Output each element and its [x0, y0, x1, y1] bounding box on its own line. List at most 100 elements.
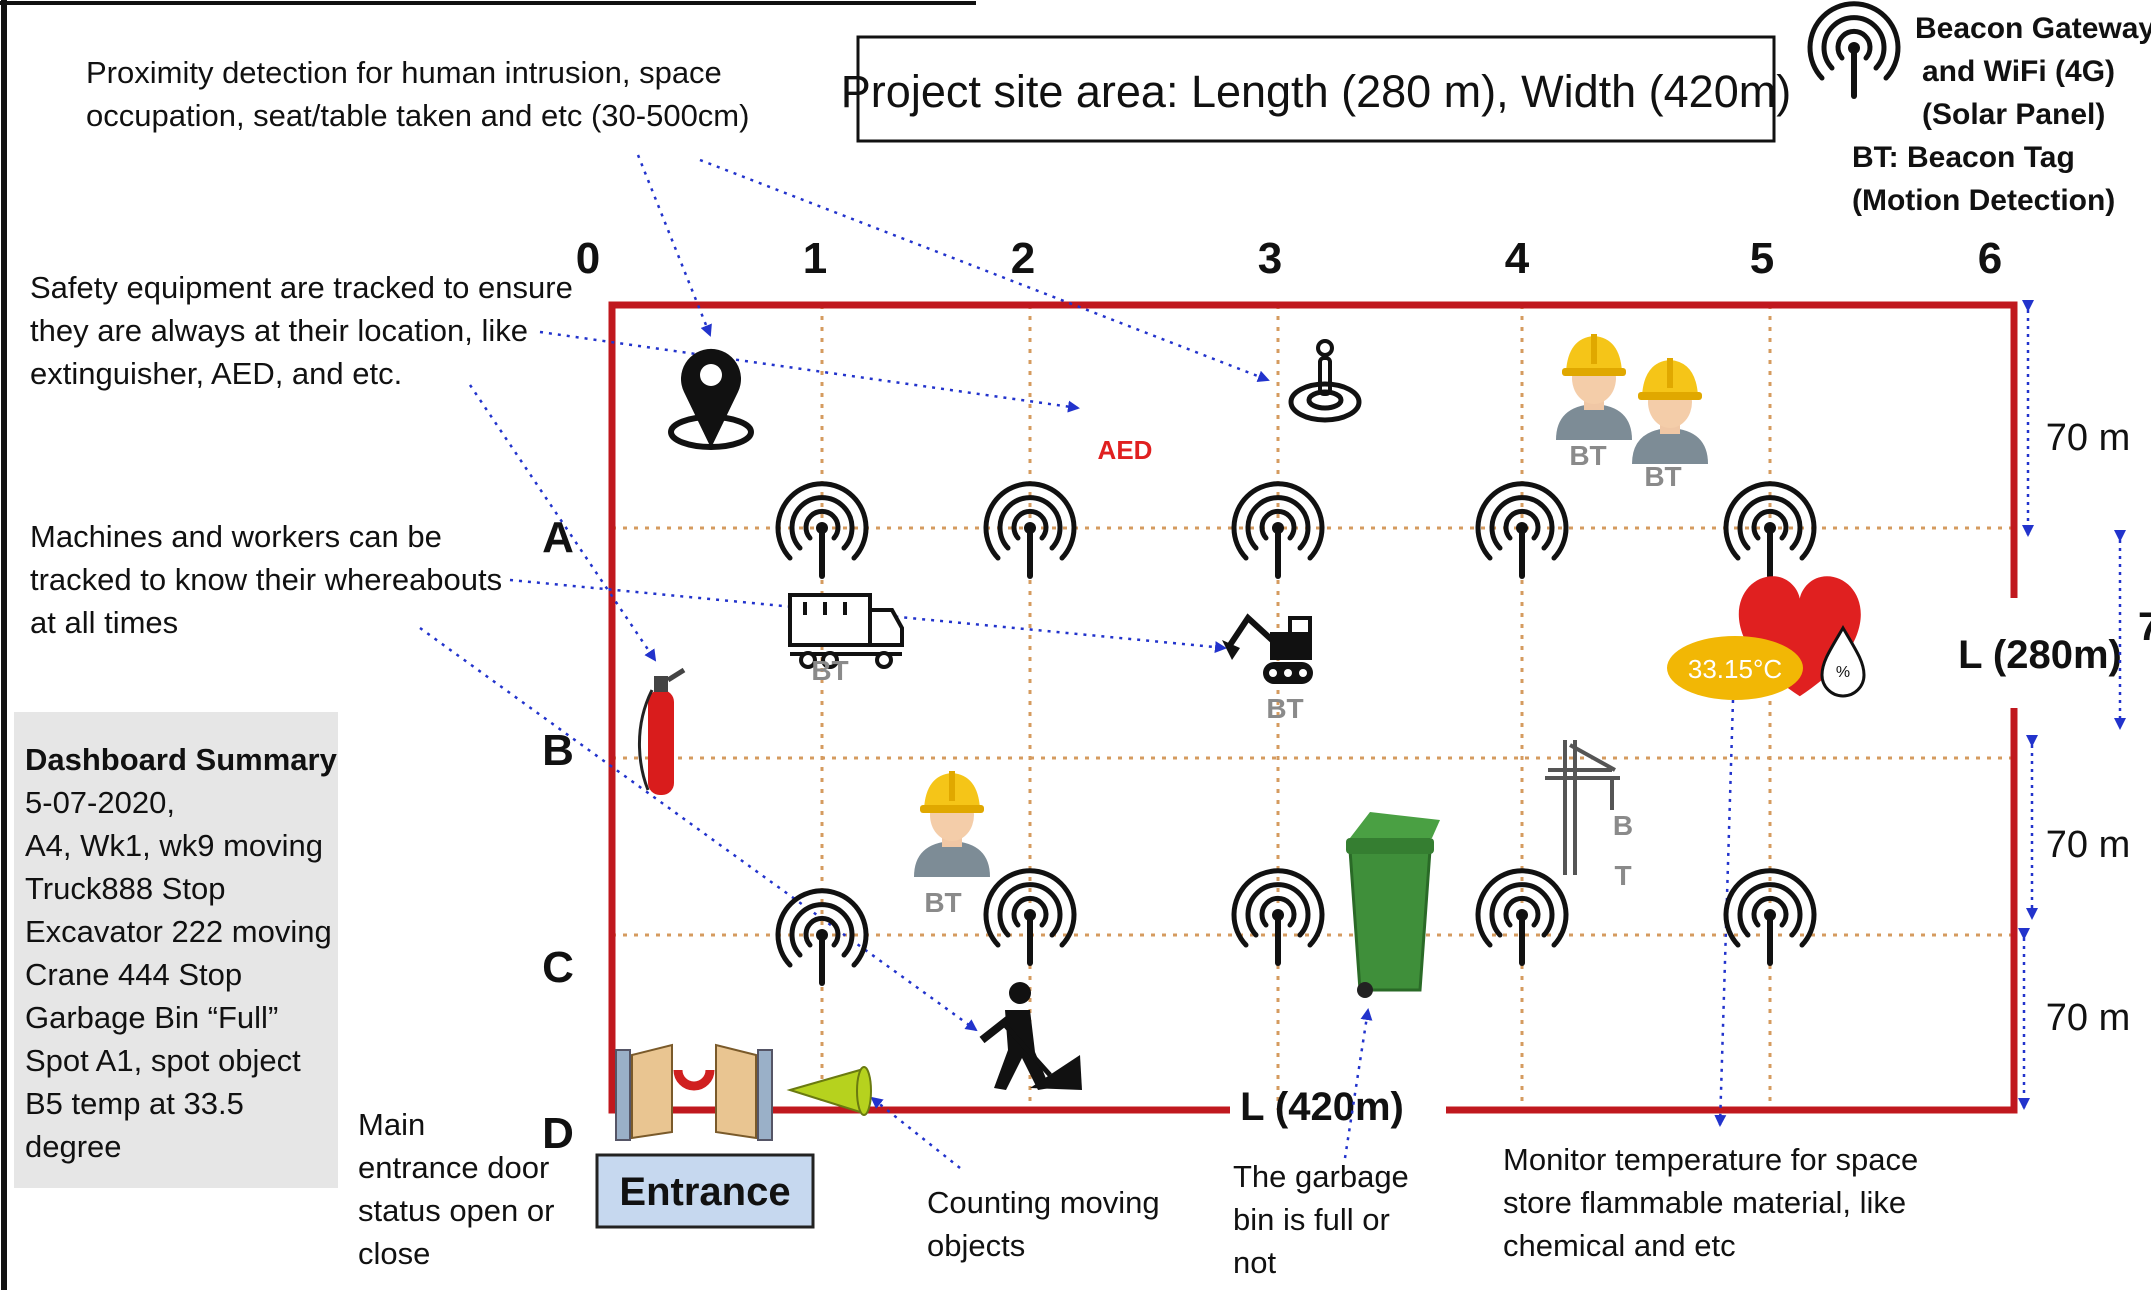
annotation-garbage: The garbage bin is full or not — [1233, 1159, 1409, 1280]
row-label-a: A — [542, 513, 574, 562]
dashboard-line: degree — [25, 1129, 122, 1164]
legend-gateway-line2: and WiFi (4G) — [1922, 55, 2115, 88]
column-label-2: 2 — [1011, 234, 1035, 283]
dashboard-line: Truck888 Stop — [25, 871, 225, 906]
wifi-beacon-icon — [1810, 4, 1898, 96]
dashboard-line: Crane 444 Stop — [25, 957, 242, 992]
svg-text:occupation, seat/table taken a: occupation, seat/table taken and etc (30… — [86, 98, 749, 133]
svg-text:not: not — [1233, 1245, 1276, 1280]
humidity-label: % — [1836, 664, 1850, 681]
annotation-counting: Counting moving objects — [927, 1185, 1160, 1263]
entrance-label: Entrance — [619, 1170, 790, 1214]
dashboard-title: Dashboard Summary — [25, 742, 338, 777]
beacon-icon — [1726, 871, 1814, 963]
location-pin-icon — [668, 348, 754, 450]
truck-icon — [788, 593, 904, 669]
proximity-sensor-icon — [1288, 339, 1362, 423]
column-label-4: 4 — [1505, 234, 1530, 283]
row-label-c: C — [542, 943, 574, 992]
dashboard-line: Excavator 222 moving — [25, 914, 332, 949]
svg-text:The garbage: The garbage — [1233, 1159, 1409, 1194]
annotation-safety: Safety equipment are tracked to ensure t… — [30, 270, 573, 391]
beacon-icon — [1478, 871, 1566, 963]
dashboard-line: 5-07-2020, — [25, 785, 175, 820]
humidity-icon: % — [1820, 625, 1866, 698]
svg-text:at all times: at all times — [30, 605, 178, 640]
beacon-icon — [778, 891, 866, 983]
excavator-icon — [1222, 613, 1313, 684]
column-label-6: 6 — [1978, 234, 2002, 283]
temperature-value: 33.15°C — [1688, 654, 1782, 684]
excavator-tag-label: BT — [1266, 693, 1303, 724]
entrance-door-icon — [615, 1043, 773, 1141]
svg-text:Safety equipment are tracked t: Safety equipment are tracked to ensure — [30, 270, 573, 305]
crane-icon — [1545, 740, 1620, 875]
fire-extinguisher-icon — [637, 667, 686, 795]
dashboard-line: B5 temp at 33.5 — [25, 1086, 244, 1121]
svg-text:entrance door: entrance door — [358, 1150, 549, 1185]
legend-tag-line1: BT: Beacon Tag — [1852, 141, 2075, 174]
beacon-icon — [1234, 484, 1322, 576]
row-label-d: D — [542, 1109, 574, 1158]
svg-text:chemical and etc: chemical and etc — [1503, 1228, 1736, 1263]
legend: Beacon Gateway and WiFi (4G) (Solar Pane… — [1810, 4, 2151, 217]
svg-text:Monitor temperature for space: Monitor temperature for space — [1503, 1142, 1918, 1177]
svg-text:Machines and workers can be: Machines and workers can be — [30, 519, 442, 554]
dimension-segment-3: 70 m — [2046, 997, 2130, 1039]
legend-gateway-line3: (Solar Panel) — [1922, 98, 2105, 131]
worker-tag-label: BT — [1569, 440, 1606, 471]
dashboard-line: Spot A1, spot object — [25, 1043, 301, 1078]
dimension-segment-2: 70 m — [2046, 824, 2130, 866]
crane-tag-b: B — [1613, 810, 1633, 841]
column-label-5: 5 — [1750, 234, 1774, 283]
dimension-arrows — [2018, 300, 2126, 1110]
annotation-arrows — [419, 154, 1735, 1169]
svg-text:Main: Main — [358, 1107, 425, 1142]
truck-tag-label: BT — [811, 655, 848, 686]
crane-tag-t: T — [1614, 860, 1631, 891]
annotation-temperature: Monitor temperature for space store flam… — [1503, 1142, 1918, 1263]
svg-text:Counting moving: Counting moving — [927, 1185, 1160, 1220]
svg-text:they are always at their locat: they are always at their location, like — [30, 313, 528, 348]
beacon-icon — [986, 484, 1074, 576]
dashboard-line: A4, Wk1, wk9 moving — [25, 828, 323, 863]
width-label: L (420m) — [1240, 1085, 1404, 1129]
svg-text:objects: objects — [927, 1228, 1025, 1263]
worker-icon — [1632, 358, 1708, 464]
column-label-3: 3 — [1258, 234, 1282, 283]
beacon-icon — [986, 871, 1074, 963]
digging-worker-icon — [979, 982, 1082, 1090]
annotation-entrance-door: Main entrance door status open or close — [358, 1107, 554, 1271]
column-label-1: 1 — [803, 234, 827, 283]
column-label-0: 0 — [576, 234, 600, 283]
beacon-icon — [778, 484, 866, 576]
row-labels: A B C D — [542, 513, 574, 1158]
site-boundary — [608, 301, 2018, 1114]
title-text: Project site area: Length (280 m), Width… — [841, 66, 1791, 117]
svg-text:close: close — [358, 1236, 430, 1271]
svg-text:extinguisher, AED, and etc.: extinguisher, AED, and etc. — [30, 356, 402, 391]
svg-text:status open or: status open or — [358, 1193, 554, 1228]
beacon-icon — [1726, 484, 1814, 576]
svg-text:tracked to know their whereabo: tracked to know their whereabouts — [30, 562, 502, 597]
counting-sensor-icon — [786, 1066, 872, 1116]
row-label-b: B — [542, 726, 574, 775]
annotation-machines: Machines and workers can be tracked to k… — [30, 519, 502, 640]
length-label: L (280m) — [1958, 633, 2122, 677]
worker-icon — [1556, 334, 1632, 440]
entrance-box: Entrance — [595, 1153, 815, 1229]
title-box: Project site area: Length (280 m), Width… — [841, 35, 1791, 143]
svg-text:store flammable material, like: store flammable material, like — [1503, 1185, 1906, 1220]
garbage-bin-icon — [1346, 812, 1440, 998]
svg-text:Proximity detection for human: Proximity detection for human intrusion,… — [86, 55, 722, 90]
dashboard-summary: Dashboard Summary 5-07-2020, A4, Wk1, wk… — [14, 712, 338, 1188]
svg-text:bin is full or: bin is full or — [1233, 1202, 1390, 1237]
worker-tag-label: BT — [1644, 461, 1681, 492]
annotation-proximity: Proximity detection for human intrusion,… — [86, 55, 749, 133]
aed-label: AED — [1098, 435, 1153, 465]
beacon-icon — [1478, 484, 1566, 576]
site-grid — [612, 305, 2014, 1110]
worker-tag-label: BT — [924, 887, 961, 918]
beacon-icon — [1234, 871, 1322, 963]
legend-tag-line2: (Motion Detection) — [1852, 184, 2115, 217]
